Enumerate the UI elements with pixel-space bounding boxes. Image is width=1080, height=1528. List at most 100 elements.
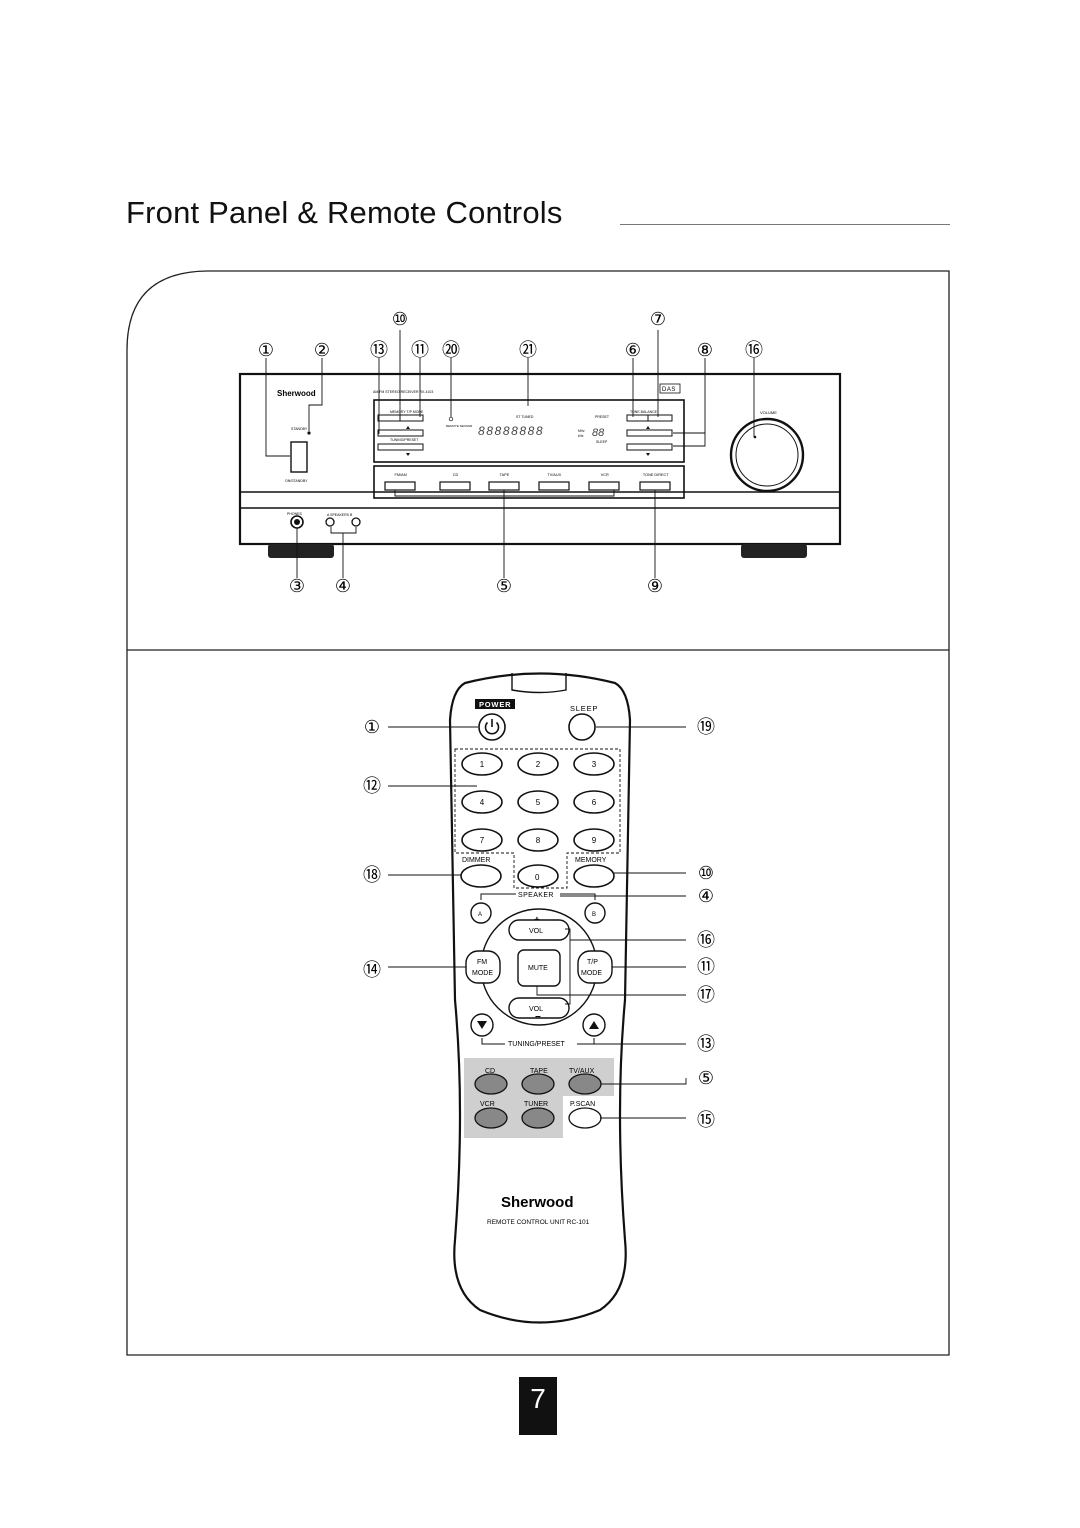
callout-number: ⑭ xyxy=(363,960,381,980)
remote-ir-window xyxy=(511,673,567,694)
tv-aux-button[interactable] xyxy=(568,1073,602,1095)
tone-down-button[interactable] xyxy=(626,443,673,451)
fm-mode-label: MODE xyxy=(472,970,493,977)
callout-number: ⑲ xyxy=(697,717,715,737)
callout-number: ⑤ xyxy=(496,576,512,596)
digit-label: 7 xyxy=(480,836,485,845)
digit-0-button[interactable] xyxy=(517,864,559,888)
callout-number: ⑯ xyxy=(697,930,715,950)
digit-9-button[interactable] xyxy=(573,828,615,852)
tuning-up-button[interactable] xyxy=(377,429,424,437)
callout-number: ⑤ xyxy=(698,1068,714,1088)
vol-minus-label: − xyxy=(535,1012,541,1023)
keypad-outline xyxy=(454,748,621,889)
fm-mode-button[interactable] xyxy=(465,950,501,984)
callout-number: ⑨ xyxy=(647,576,663,596)
mute-button[interactable] xyxy=(517,949,561,987)
phones-label: PHONES xyxy=(287,512,302,516)
callout-number: ⑪ xyxy=(697,957,715,977)
memory-button[interactable] xyxy=(573,864,615,888)
tv-aux-label: TV/AUX xyxy=(569,1068,595,1075)
input-label: CD xyxy=(453,473,459,477)
das-badge xyxy=(659,383,681,394)
input-label: TAPE xyxy=(500,473,510,477)
callout-number: ⑯ xyxy=(745,340,763,360)
tone-balance-button[interactable] xyxy=(626,414,673,422)
tape-button[interactable] xyxy=(521,1073,555,1095)
speakers-label: A SPEAKERS B xyxy=(327,513,353,517)
input-selector-strip xyxy=(373,465,685,499)
speaker-b-label: B xyxy=(592,912,596,918)
receiver-callout-lines xyxy=(265,330,755,578)
dimmer-label: DIMMER xyxy=(462,857,490,864)
tuning-down-button[interactable] xyxy=(377,443,424,451)
speaker-b-remote-button[interactable] xyxy=(584,902,606,924)
tone-balance-label: TONE BALANCE xyxy=(630,410,658,414)
callout-number: ⑳ xyxy=(442,340,460,360)
display-window xyxy=(373,399,685,463)
speaker-b-button[interactable] xyxy=(351,517,361,527)
input-button[interactable] xyxy=(384,481,416,491)
pscan-label: P.SCAN xyxy=(570,1101,595,1108)
digit-3-button[interactable] xyxy=(573,752,615,776)
input-button[interactable] xyxy=(639,481,671,491)
pscan-button[interactable] xyxy=(568,1107,602,1129)
digit-1-button[interactable] xyxy=(461,752,503,776)
frequency-display: 88888888 xyxy=(478,424,544,438)
tp-mode-button[interactable] xyxy=(577,950,613,984)
input-button[interactable] xyxy=(588,481,620,491)
digit-label: 8 xyxy=(536,836,541,845)
speaker-a-button[interactable] xyxy=(325,517,335,527)
callout-number: ⑦ xyxy=(650,309,666,329)
input-button[interactable] xyxy=(538,481,570,491)
callout-number: ⑪ xyxy=(411,340,429,360)
tuning-preset-label: TUNING/PRESET xyxy=(390,438,419,442)
tone-up-button[interactable] xyxy=(626,429,673,437)
remote-sleep-button[interactable] xyxy=(568,713,596,741)
digit-7-button[interactable] xyxy=(461,828,503,852)
receiver-foot-left xyxy=(268,544,334,558)
vol-up-button[interactable] xyxy=(508,919,570,941)
speaker-a-remote-button[interactable] xyxy=(470,902,492,924)
cd-button[interactable] xyxy=(474,1073,508,1095)
input-button[interactable] xyxy=(488,481,520,491)
receiver-body xyxy=(238,372,842,546)
speaker-label: SPEAKER xyxy=(518,892,554,899)
page-number: 7 xyxy=(519,1377,557,1435)
das-label: DAS xyxy=(662,387,676,393)
vcr-button[interactable] xyxy=(474,1107,508,1129)
digit-8-button[interactable] xyxy=(517,828,559,852)
digit-2-button[interactable] xyxy=(517,752,559,776)
arrow-up-icon xyxy=(589,1021,599,1029)
power-switch[interactable] xyxy=(290,441,308,473)
remote-sensor-label: REMOTE SENSOR xyxy=(446,424,473,428)
standby-label: STANDBY xyxy=(291,427,308,431)
remote-sensor xyxy=(448,416,454,422)
volume-knob[interactable] xyxy=(729,417,805,493)
tuner-button[interactable] xyxy=(521,1107,555,1129)
mhz-label: MHz xyxy=(578,429,585,433)
sleep-indicator: SLEEP xyxy=(596,440,608,444)
callout-number: ⑰ xyxy=(697,985,715,1005)
remote-callout-lines xyxy=(388,726,687,1119)
receiver-brand: Sherwood xyxy=(277,389,316,398)
cd-label: CD xyxy=(485,1068,495,1075)
callout-number: ① xyxy=(258,340,274,360)
mute-label: MUTE xyxy=(528,965,548,972)
digit-4-button[interactable] xyxy=(461,790,503,814)
tape-label: TAPE xyxy=(530,1068,548,1075)
vol-down-button[interactable] xyxy=(508,997,570,1019)
speaker-a-label: A xyxy=(478,912,482,918)
digit-6-button[interactable] xyxy=(573,790,615,814)
callout-number: ④ xyxy=(698,886,714,906)
callout-number: ⑱ xyxy=(363,865,381,885)
digit-5-button[interactable] xyxy=(517,790,559,814)
remote-unit-label: REMOTE CONTROL UNIT RC-101 xyxy=(487,1219,590,1226)
dimmer-button[interactable] xyxy=(460,864,502,888)
callout-number: ① xyxy=(364,717,380,737)
input-button[interactable] xyxy=(439,481,471,491)
vcr-label: VCR xyxy=(480,1101,495,1108)
